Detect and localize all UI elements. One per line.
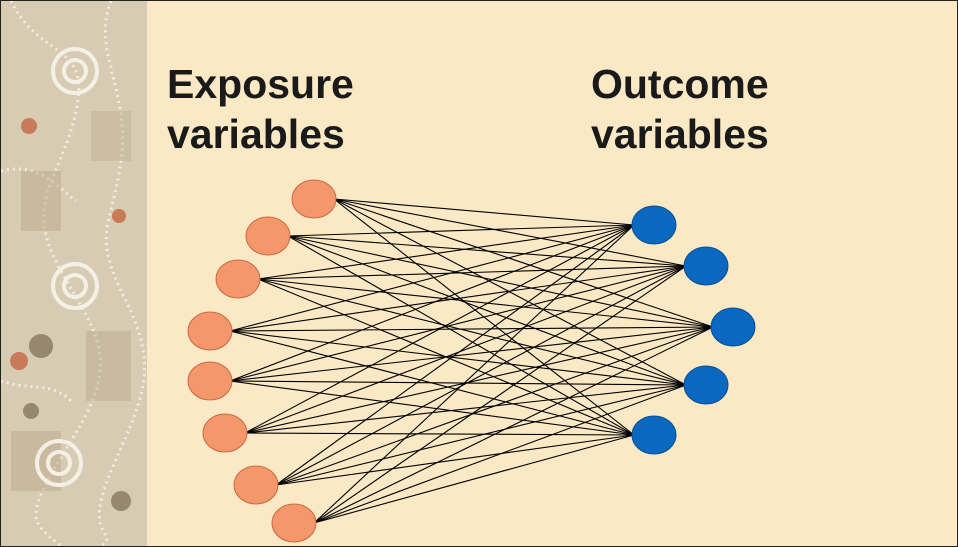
outcome-node-4: [683, 365, 729, 405]
edge-exposure-8-outcome-2: [313, 265, 687, 524]
aboriginal-art-border: [1, 1, 147, 546]
edge-exposure-6-outcome-2: [244, 265, 687, 434]
outcome-node-3: [710, 307, 756, 347]
edge-exposure-6-outcome-4: [244, 384, 687, 434]
edge-exposure-2-outcome-2: [287, 235, 687, 267]
edge-exposure-3-outcome-1: [257, 224, 635, 280]
edge-exposure-1-outcome-1: [333, 198, 635, 226]
edge-exposure-7-outcome-5: [275, 434, 635, 486]
edge-exposure-8-outcome-4: [313, 384, 687, 524]
edge-exposure-7-outcome-2: [275, 265, 687, 486]
edge-exposure-8-outcome-1: [313, 224, 635, 524]
outcome-heading-line1: Outcome: [591, 61, 769, 107]
outcome-node-2: [683, 246, 729, 286]
edge-exposure-6-outcome-1: [244, 224, 635, 434]
edge-exposure-3-outcome-2: [257, 265, 687, 280]
edge-exposure-6-outcome-5: [244, 432, 635, 436]
edge-exposure-1-outcome-2: [333, 198, 687, 267]
exposure-node-4: [187, 311, 233, 351]
exposure-node-5: [187, 361, 233, 401]
edge-exposure-7-outcome-1: [275, 224, 635, 486]
edge-exposure-8-outcome-5: [313, 434, 635, 524]
exposure-node-1: [291, 179, 337, 219]
edge-exposure-5-outcome-4: [229, 380, 687, 386]
edge-exposure-5-outcome-2: [229, 265, 687, 382]
outcome-variables-heading: Outcome variables: [591, 59, 769, 159]
edge-exposure-4-outcome-4: [229, 330, 687, 386]
edges-group: [229, 198, 714, 524]
edge-exposure-2-outcome-4: [287, 235, 687, 386]
edge-exposure-2-outcome-3: [287, 235, 714, 328]
exposure-heading-line2: variables: [167, 111, 345, 157]
edge-exposure-5-outcome-1: [229, 224, 635, 382]
edge-exposure-3-outcome-4: [257, 278, 687, 386]
edge-exposure-3-outcome-3: [257, 278, 714, 328]
edge-exposure-4-outcome-3: [229, 326, 714, 332]
exposure-node-8: [271, 503, 317, 543]
edge-exposure-1-outcome-3: [333, 198, 714, 328]
edge-exposure-4-outcome-1: [229, 224, 635, 332]
edge-exposure-5-outcome-5: [229, 380, 635, 436]
outcome-node-5: [631, 415, 677, 455]
exposure-node-6: [202, 413, 248, 453]
edge-exposure-7-outcome-3: [275, 326, 714, 486]
edge-exposure-6-outcome-3: [244, 326, 714, 434]
exposure-node-3: [215, 259, 261, 299]
edge-exposure-5-outcome-3: [229, 326, 714, 382]
outcome-heading-line2: variables: [591, 111, 769, 157]
exposure-heading-line1: Exposure: [167, 61, 354, 107]
edge-exposure-8-outcome-3: [313, 326, 714, 524]
edge-exposure-7-outcome-4: [275, 384, 687, 486]
exposure-variables-heading: Exposure variables: [167, 59, 354, 159]
nodes-group: [187, 179, 756, 543]
edge-exposure-4-outcome-2: [229, 265, 687, 332]
exposure-node-2: [245, 216, 291, 256]
outcome-node-1: [631, 205, 677, 245]
edge-exposure-1-outcome-4: [333, 198, 687, 386]
edge-exposure-2-outcome-5: [287, 235, 635, 436]
edge-exposure-2-outcome-1: [287, 224, 635, 237]
exposure-node-7: [233, 465, 279, 505]
